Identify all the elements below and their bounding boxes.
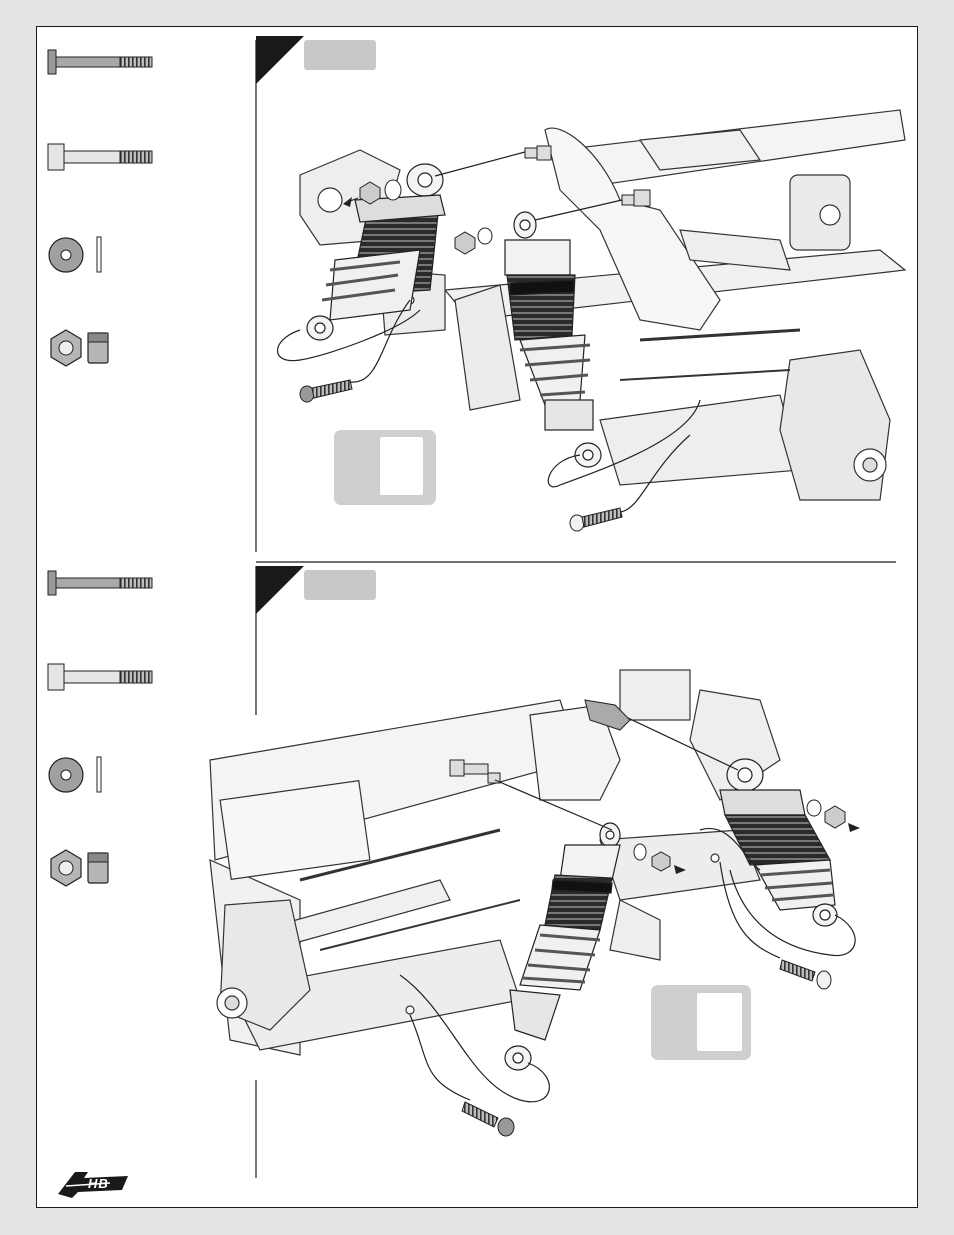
- manual-page: [36, 26, 918, 1208]
- near-top-washer: [633, 843, 647, 861]
- view-indicator-badge: [651, 985, 751, 1060]
- left-shock-absorber: [306, 163, 446, 341]
- near-lower-screw: [461, 1101, 515, 1137]
- step-corner-marker: [256, 36, 304, 84]
- upper-ball-stud: [449, 759, 501, 784]
- washer-icon: [48, 756, 102, 793]
- front-chassis-drawing: [299, 109, 907, 501]
- right-lower-screw: [569, 507, 623, 532]
- near-shock-absorber: [504, 822, 621, 1071]
- left-top-nut: [359, 181, 381, 205]
- guide-curve: [729, 869, 856, 957]
- guide-curve: [409, 1014, 471, 1101]
- step-number-badge: [304, 40, 376, 70]
- upper-ball-stud: [584, 699, 631, 731]
- hb-racing-logo-icon: [58, 1172, 128, 1198]
- left-top-washer: [384, 179, 402, 201]
- left-lower-screw: [299, 379, 353, 403]
- left-nut-arrowhead: [343, 197, 352, 207]
- cap-screw-short-icon: [47, 143, 153, 171]
- guide-line: [494, 779, 613, 831]
- far-shock-absorber: [719, 758, 838, 927]
- step-number-badge: [304, 570, 376, 600]
- right-top-nut: [454, 231, 476, 255]
- rear-chassis-drawing: [209, 669, 781, 1056]
- guide-line: [434, 151, 526, 177]
- nut-arrowhead: [848, 823, 860, 832]
- far-top-nut: [824, 805, 846, 829]
- step-1: [47, 36, 907, 552]
- view-indicator-badge: [334, 430, 436, 505]
- guide-line: [534, 199, 623, 221]
- lock-nut-icon: [50, 849, 109, 887]
- right-shock-absorber: [504, 211, 602, 468]
- step-corner-marker: [256, 566, 304, 614]
- guide-curve: [399, 974, 550, 1103]
- near-top-nut: [651, 851, 671, 872]
- far-lower-screw: [779, 959, 832, 990]
- guide-curve: [547, 399, 701, 488]
- cap-screw-long-icon: [47, 570, 153, 596]
- cap-screw-short-icon: [47, 663, 153, 691]
- lock-nut-icon: [50, 329, 109, 367]
- logo-text: HB: [88, 1176, 109, 1191]
- upper-ball-stud-left: [524, 145, 552, 161]
- guide-curve: [349, 299, 411, 383]
- right-top-washer: [477, 227, 493, 245]
- step-2: [47, 566, 860, 1178]
- upper-ball-stud-right: [621, 189, 651, 207]
- guide-line: [627, 717, 739, 771]
- guide-curve: [699, 827, 761, 871]
- washer-icon: [48, 236, 102, 273]
- guide-curve: [719, 861, 781, 959]
- guide-curve: [619, 434, 691, 513]
- far-top-washer: [806, 799, 822, 817]
- nut-arrowhead: [674, 865, 686, 874]
- cap-screw-long-icon: [47, 49, 153, 75]
